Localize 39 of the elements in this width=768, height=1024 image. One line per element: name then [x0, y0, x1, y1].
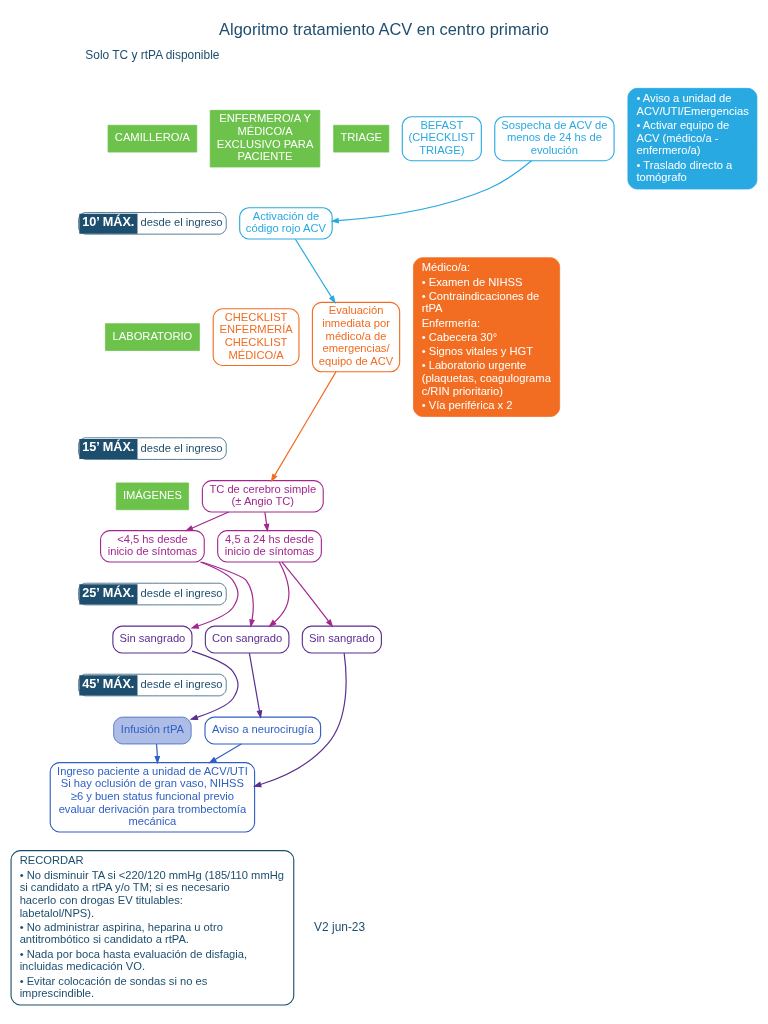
node-box: ENFERMERO/A Y MÉDICO/A EXCLUSIVO PARA PACIENTE	[209, 109, 321, 168]
node-box: RECORDAR • No disminuir TA si <220/120 mmHg (185/110 mmHg si candidato a rtPA y/o TM; si es necesario hacerlo con drogas EV titulables: labetalol/NPS). • No administrar aspirina, heparina u otro antitrombótico si candidato a rtPA. • Nada por boca hasta evaluación de disfagia, incluidas medicación VO. • Evitar colocación de sondas si no es imprescindible.	[10, 850, 295, 1006]
node-box: TC de cerebro simple (± Angio TC)	[201, 480, 324, 513]
node-box: CAMILLERO/A	[107, 124, 198, 153]
arrow	[268, 561, 290, 628]
label: Solo TC y rtPA disponible	[85, 48, 220, 63]
node-box: IMÁGENES	[115, 482, 189, 511]
arrow	[294, 238, 336, 304]
arrow	[154, 743, 161, 765]
node-box: BEFAST (CHECKLIST TRIAGE)	[401, 116, 482, 162]
node-box: LABORATORIO	[105, 323, 200, 351]
arrow	[184, 511, 230, 532]
arrow	[263, 511, 270, 533]
label: V2 jun-23	[314, 919, 366, 934]
node-box: Aviso a neurocirugía	[204, 716, 322, 745]
node-box: Activación de código rojo ACV	[239, 207, 333, 240]
node-box: Con sangrado	[204, 625, 290, 654]
arrow	[281, 561, 334, 628]
node-box: Infusión rtPA	[113, 716, 192, 745]
arrow	[190, 561, 239, 629]
node-box: Sospecha de ACV de menos de 24 hs de evolución	[494, 116, 615, 162]
arrow	[330, 160, 533, 224]
node-box: 4,5 a 24 hs desde inicio de síntomas	[217, 530, 322, 563]
node-box: Sin sangrado	[112, 625, 193, 654]
node-box: <4,5 hs desde inicio de síntomas	[100, 530, 205, 563]
diagram-title: Algoritmo tratamiento ACV en centro primario	[219, 20, 549, 39]
arrow	[248, 652, 263, 719]
arrow	[201, 561, 255, 628]
node-box: Sin sangrado	[301, 625, 382, 654]
arrow	[252, 652, 347, 788]
node-box: • Aviso a unidad de ACV/UTI/Emergencias • Activar equipo de ACV (médico/a - enfermero/a) • Traslado directo a tomógrafo	[627, 87, 758, 190]
arrow	[189, 650, 239, 720]
arrow	[270, 371, 337, 483]
node-box: CHECKLIST ENFERMERÍA CHECKLIST MÉDICO/A	[212, 308, 300, 366]
node-box: Evaluación inmediata por médico/a de emergencias/ equipo de ACV	[311, 301, 401, 373]
node-box: Médico/a: • Examen de NIHSS • Contraindicaciones de rtPA Enfermería: • Cabecera 30° • Signos vitales y HGT • Laboratorio urgente (plaquetas, coagulograma c/RIN prioritario) • Vía periférica x 2	[413, 257, 561, 417]
node-box: TRIAGE	[333, 124, 390, 153]
node-box: Ingreso paciente a unidad de ACV/UTI Si hay oclusión de gran vaso, NIHSS ≥6 y buen status funcional previo evaluar derivación para trombectomía mecánica	[49, 762, 256, 833]
arrow	[208, 743, 242, 764]
